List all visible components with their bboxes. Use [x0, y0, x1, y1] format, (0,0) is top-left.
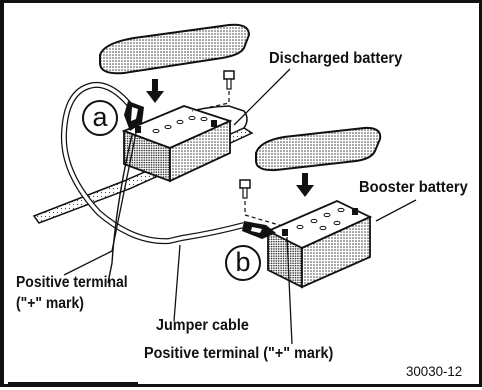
discharged-battery-label: Discharged battery [269, 51, 402, 67]
booster-battery-cover [256, 128, 380, 170]
jumper-cable-label: Jumper cable [156, 318, 249, 334]
positive-terminal-bottom-label: Positive terminal ("+" mark) [144, 346, 333, 362]
callout-a-marker: a [82, 100, 118, 136]
bolt-booster-icon [240, 180, 286, 227]
positive-terminal-left-label: Positive terminal [16, 275, 128, 291]
arrow-down-icon [146, 79, 164, 103]
positive-terminal-left-mark-label: ("+" mark) [16, 296, 84, 312]
figure-code: 30030-12 [406, 364, 462, 378]
frame-corner-rule [8, 382, 138, 384]
callout-b-marker: b [225, 245, 261, 281]
bolt-icon [192, 71, 234, 111]
booster-battery-label: Booster battery [359, 180, 468, 196]
arrow-down-booster-icon [296, 173, 314, 197]
booster-battery-illustration [268, 201, 370, 287]
discharged-battery-cover [100, 25, 249, 74]
